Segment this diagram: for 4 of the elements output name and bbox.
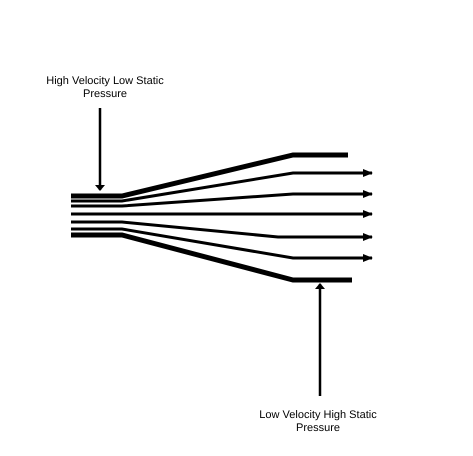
leader-line [95, 108, 105, 191]
callout-text: Low Velocity High Static Pressure [248, 409, 388, 435]
leader-line [315, 283, 325, 396]
callout-text: High Velocity Low Static Pressure [35, 75, 175, 101]
